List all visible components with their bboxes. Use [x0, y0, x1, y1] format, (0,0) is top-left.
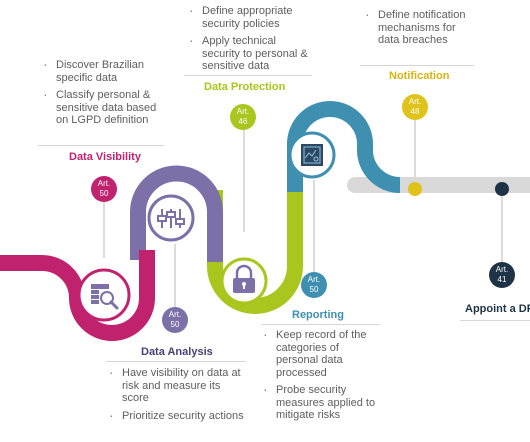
protection-divider: [184, 75, 312, 76]
dpo-divider: [460, 320, 530, 321]
article-prefix: Art.: [307, 275, 321, 284]
article-number: 50: [170, 320, 180, 329]
bullet-item: Classify personal & sensitive data based…: [40, 88, 160, 127]
analysis-divider: [106, 361, 246, 362]
visibility-divider: [38, 145, 164, 146]
magnifier-grid-icon: [91, 284, 119, 310]
analysis-title: Data Analysis: [141, 346, 213, 358]
article-badge-analysis: Art. 50: [162, 307, 188, 333]
article-prefix: Art.: [236, 107, 250, 116]
notification-bullets: Define notification mechanisms for data …: [362, 8, 474, 52]
protection-title: Data Protection: [204, 81, 286, 93]
analysis-bullets: Have visibility on data at risk and meas…: [106, 366, 246, 427]
article-badge-visibility: Art. 50: [91, 176, 117, 202]
notification-title: Notification: [389, 70, 450, 82]
article-badge-reporting: Art. 50: [301, 272, 327, 298]
article-prefix: Art.: [168, 310, 182, 319]
bullet-item: Define appropriate security policies: [186, 4, 314, 30]
visibility-title: Data Visibility: [69, 151, 141, 163]
notification-marker: [408, 182, 422, 196]
visibility-bullets: Discover Brazilian specific data Classif…: [40, 58, 160, 132]
dpo-marker: [495, 182, 509, 196]
reporting-bullets: Keep record of the categories of persona…: [260, 328, 382, 427]
reporting-title: Reporting: [292, 309, 344, 321]
bullet-item: Keep record of the categories of persona…: [260, 328, 382, 379]
article-number: 50: [309, 285, 319, 294]
article-badge-dpo: Art. 41: [489, 262, 515, 288]
article-number: 46: [238, 117, 248, 126]
report-chart-icon: [301, 144, 323, 166]
article-prefix: Art.: [408, 97, 422, 106]
padlock-icon: [233, 264, 255, 293]
protection-bullets: Define appropriate security policies App…: [186, 4, 314, 78]
bullet-item: Discover Brazilian specific data: [40, 58, 160, 84]
article-prefix: Art.: [495, 265, 509, 274]
article-prefix: Art.: [97, 179, 111, 188]
article-number: 50: [99, 189, 109, 198]
article-number: 41: [497, 275, 507, 284]
bullet-item: Probe security measures applied to mitig…: [260, 383, 382, 422]
track-magenta: [0, 250, 155, 341]
article-number: 48: [410, 107, 420, 116]
bullet-item: Have visibility on data at risk and meas…: [106, 366, 246, 405]
article-badge-notification: Art. 48: [402, 94, 428, 120]
track-purple: [130, 165, 223, 262]
bullet-item: Define notification mechanisms for data …: [362, 8, 474, 47]
sliders-icon: [157, 209, 185, 228]
track-lime: [207, 190, 303, 314]
reporting-divider: [262, 324, 380, 325]
bullet-item: Prioritize security actions: [106, 409, 246, 423]
bullet-item: Apply technical security to personal & s…: [186, 34, 314, 73]
notification-divider: [360, 65, 474, 66]
track-blue: [287, 101, 401, 195]
article-badge-protection: Art. 46: [230, 104, 256, 130]
dpo-title: Appoint a DP: [465, 303, 530, 315]
